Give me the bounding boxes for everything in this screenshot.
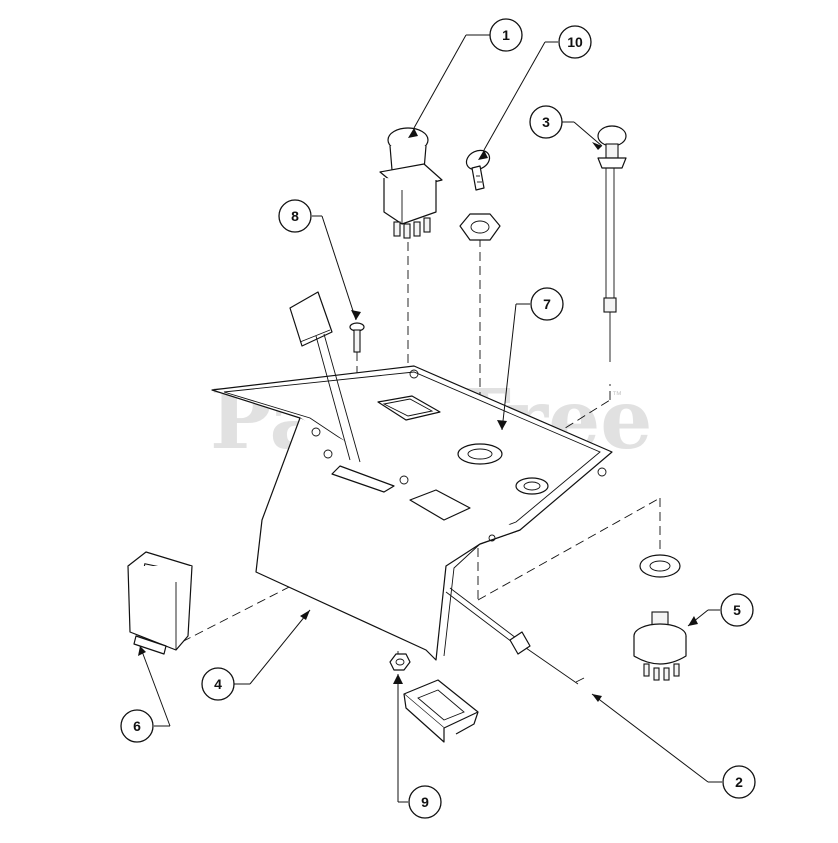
part-1-pto-switch <box>379 127 443 239</box>
part-5-ignition-switch <box>633 554 687 681</box>
part-2-cable <box>445 587 585 685</box>
part-6-hour-meter <box>127 551 193 655</box>
callout-4: 4 <box>201 667 235 701</box>
callout-label: 5 <box>733 602 741 618</box>
callout-label: 4 <box>214 676 222 692</box>
part-9-nut <box>389 653 411 671</box>
part-3-choke-cable <box>597 125 627 362</box>
callout-label: 2 <box>735 774 743 790</box>
callout-10: 10 <box>558 25 592 59</box>
callout-label: 10 <box>567 34 583 50</box>
part-7-dash-panel <box>211 365 613 661</box>
part-10-key <box>465 149 491 191</box>
callout-1: 1 <box>489 18 523 52</box>
callout-label: 3 <box>542 114 550 130</box>
callout-8: 8 <box>278 199 312 233</box>
part-8-screw <box>349 322 365 353</box>
callout-3: 3 <box>529 105 563 139</box>
hex-nut <box>459 213 501 241</box>
seat-switch-bracket <box>403 679 479 743</box>
callout-5: 5 <box>720 593 754 627</box>
callout-label: 8 <box>291 208 299 224</box>
callout-9: 9 <box>408 785 442 819</box>
watermark-trademark: ™ <box>612 390 622 401</box>
throttle-lever <box>289 291 395 493</box>
callout-2: 2 <box>722 765 756 799</box>
callout-label: 1 <box>502 27 510 43</box>
callout-label: 6 <box>133 718 141 734</box>
callout-label: 7 <box>543 296 551 312</box>
callout-6: 6 <box>120 709 154 743</box>
callout-7: 7 <box>530 287 564 321</box>
callout-label: 9 <box>421 794 429 810</box>
leader-lines <box>138 34 722 803</box>
